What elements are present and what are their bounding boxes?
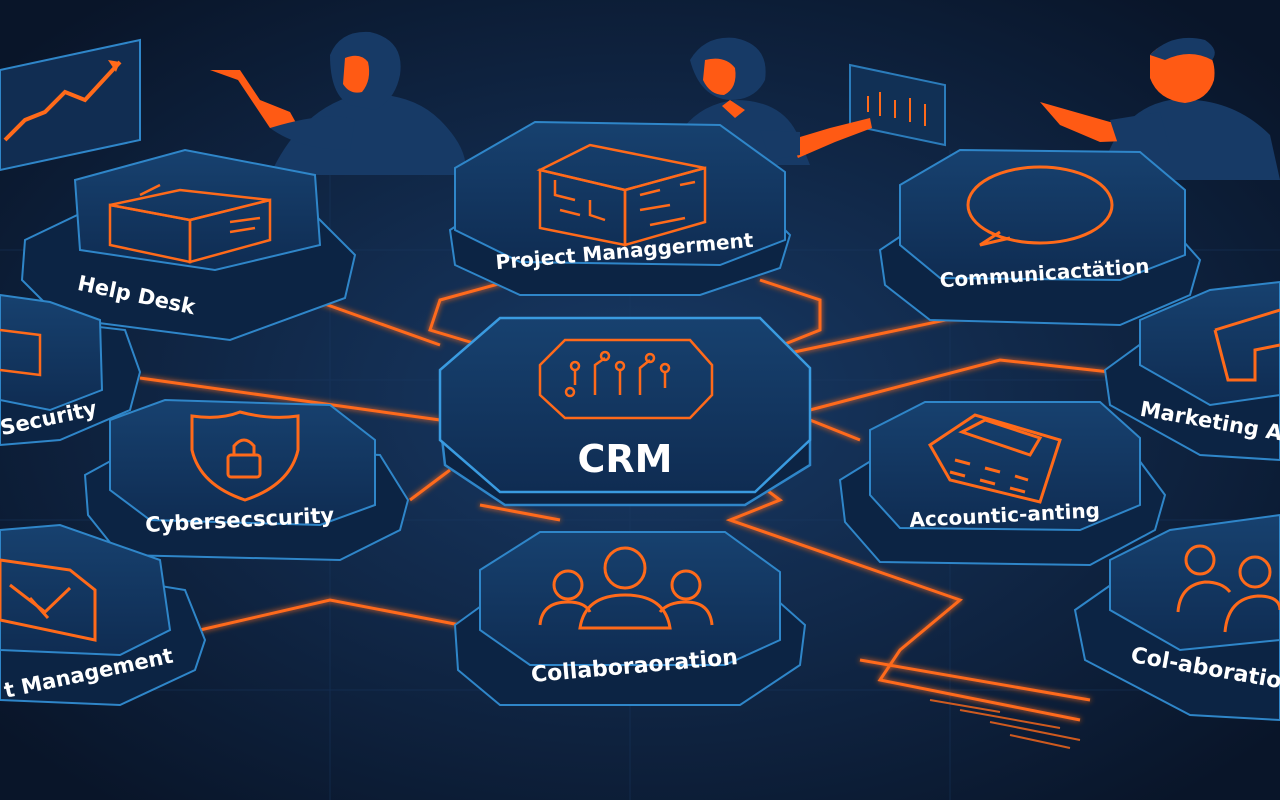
tile-collaboration[interactable]: Collaboraoration [453,531,807,706]
crm-hub-label: CRM [578,437,673,481]
megaphone-icon [1213,308,1280,382]
light-streaks [929,699,1081,749]
chart-panel [0,38,141,172]
tile-help-desk[interactable]: Help Desk [20,148,357,342]
module-tiles: Help Desk Project Managgerment Communica… [0,120,1280,722]
person-woman-left [210,31,466,175]
team-icon [1176,544,1280,633]
tile-accounting[interactable]: Accountic-anting [838,401,1167,567]
person-woman-center [670,37,872,165]
tile-security-left[interactable]: Security [0,293,142,447]
tile-management-left[interactable]: t Management [0,523,207,707]
tile-cybersecurity[interactable]: Cybersecscurity [83,398,410,562]
tile-marketing[interactable]: Marketing A [1103,280,1280,462]
speech-bubble-icon [966,165,1114,247]
tile-project-management[interactable]: Project Managgerment [448,120,792,296]
calculator-icon [928,413,1062,504]
shield-lock-icon [190,410,300,502]
box-icon [108,183,272,264]
tile-collaboration-right[interactable]: Col-aboratio [1073,513,1280,722]
group-icon [538,546,714,630]
screen-icon [0,328,42,377]
crm-hub-tile[interactable]: CRM [438,316,812,507]
crate-icon [536,143,707,247]
circuit-chip-icon [538,338,714,420]
envelope-icon [0,558,97,642]
tile-communication[interactable]: Communicactätion [878,148,1202,327]
mini-chart-panel [849,63,946,147]
